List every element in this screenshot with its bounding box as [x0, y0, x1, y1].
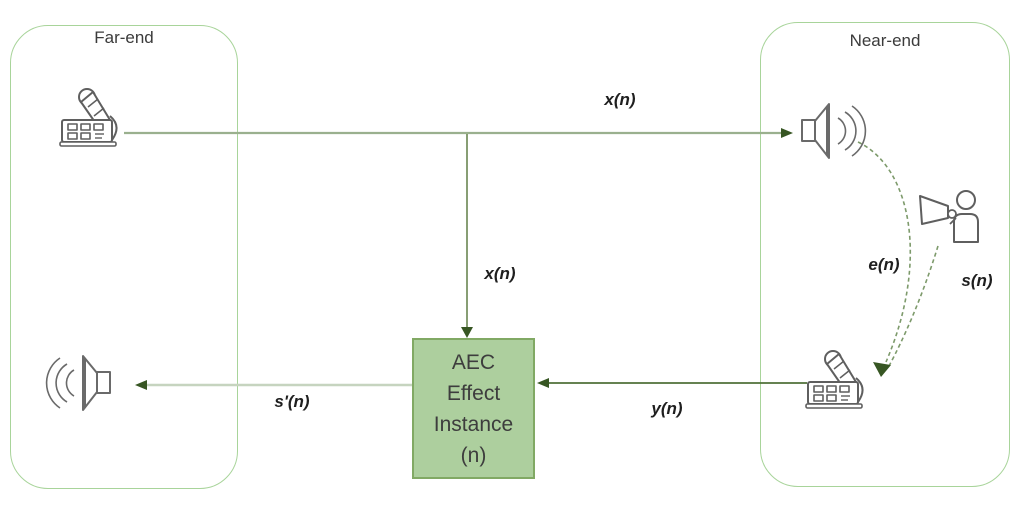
mic-input-arrowhead: [873, 362, 891, 377]
far-end-title: Far-end: [94, 28, 154, 47]
near-end-container: [760, 22, 1010, 487]
near-end-speaker-icon: [801, 103, 867, 159]
signal-label-s-prime: s'(n): [274, 392, 310, 411]
far-end-container: [10, 25, 238, 489]
signal-label-e: e(n): [868, 255, 900, 274]
speech-path-dashed-line: [888, 245, 939, 367]
signal-label-y: y(n): [651, 399, 683, 418]
far-end-telephone-icon: [59, 88, 118, 147]
aec-box-line-3: Instance: [433, 412, 514, 436]
aec-box-line-1: AEC: [451, 350, 496, 374]
near-end-telephone-icon: [805, 350, 864, 409]
aec-effect-instance-box: AEC Effect Instance (n): [412, 338, 535, 479]
s-prime-arrowhead: [135, 380, 147, 390]
echo-path-dashed-line: [857, 141, 912, 363]
x-branch-arrowhead: [461, 327, 473, 338]
aec-box-line-4: (n): [460, 443, 487, 467]
signal-label-s: s(n): [961, 271, 993, 290]
signal-label-x-top: x(n): [604, 90, 636, 109]
near-end-title: Near-end: [849, 31, 921, 50]
aec-box-line-2: Effect: [446, 381, 501, 405]
x-signal-arrowhead: [781, 128, 793, 138]
y-signal-arrowhead: [537, 378, 549, 388]
signal-label-x-branch: x(n): [484, 264, 516, 283]
far-end-speaker-icon: [45, 355, 111, 411]
near-end-talker-icon: [919, 190, 979, 243]
